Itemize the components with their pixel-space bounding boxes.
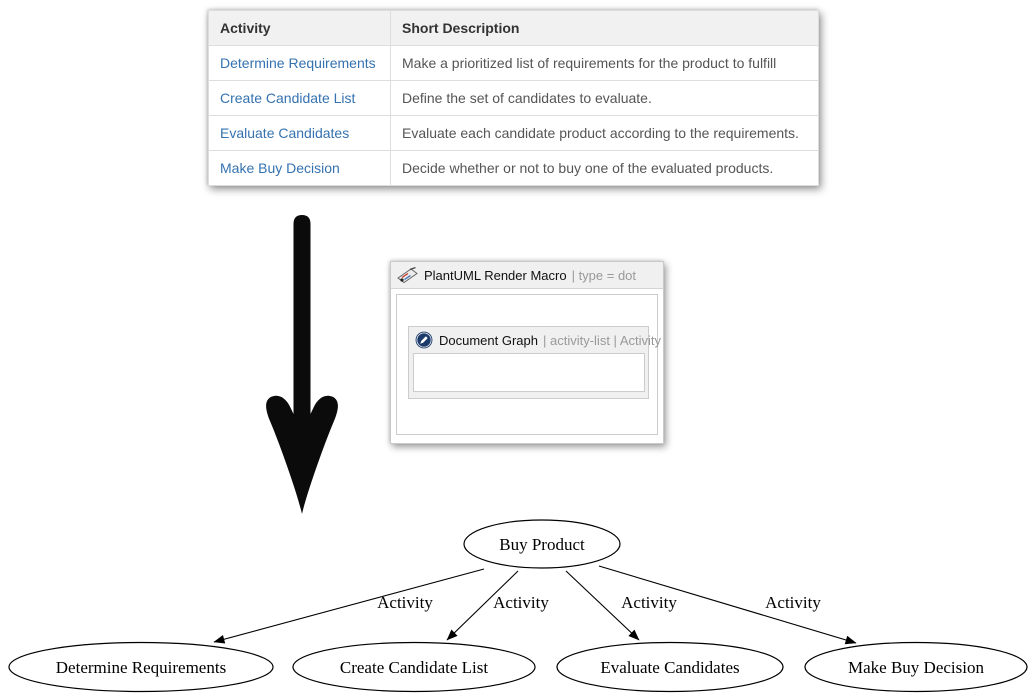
table-row: Evaluate Candidates Evaluate each candid… [208, 115, 819, 151]
description-cell: Evaluate each candidate product accordin… [390, 115, 819, 151]
link-create-candidate-list[interactable]: Create Candidate List [220, 90, 356, 106]
graph-node-buy-product: Buy Product [463, 519, 621, 569]
nested-macro-empty-body [413, 353, 645, 392]
graph-node-create-candidate-list: Create Candidate List [292, 641, 536, 693]
edge-label: Activity [377, 593, 433, 612]
table-row: Determine Requirements Make a prioritize… [208, 45, 819, 81]
node-label: Buy Product [499, 535, 585, 554]
nested-macro-params: | activity-list | Activity [543, 332, 661, 348]
edge-to-make-buy-decision [598, 565, 857, 645]
macro-title: PlantUML Render Macro [424, 267, 567, 283]
plantuml-macro-body: Document Graph | activity-list | Activit… [396, 294, 661, 435]
document-graph-header: Document Graph | activity-list | Activit… [409, 327, 661, 353]
table-header-row: Activity Short Description [208, 10, 819, 46]
description-cell: Make a prioritized list of requirements … [390, 45, 819, 81]
document-graph-diagram: Activity Activity Activity Activity Buy … [8, 519, 1028, 693]
graph-node-determine-requirements: Determine Requirements [8, 641, 274, 693]
column-header-short-description: Short Description [390, 10, 819, 46]
document-graph-macro[interactable]: Document Graph | activity-list | Activit… [408, 326, 661, 399]
description-cell: Define the set of candidates to evaluate… [390, 80, 819, 116]
link-determine-requirements[interactable]: Determine Requirements [220, 55, 376, 71]
activity-table: Activity Short Description Determine Req… [208, 10, 819, 186]
edge-label: Activity [621, 593, 677, 612]
graph-node-make-buy-decision: Make Buy Decision [804, 641, 1028, 693]
node-label: Determine Requirements [56, 658, 226, 677]
edge-label: Activity [765, 593, 821, 612]
column-header-activity: Activity [208, 10, 391, 46]
plantuml-macro-header: PlantUML Render Macro | type = dot [391, 262, 663, 289]
document-graph-pencil-icon [415, 331, 433, 349]
plantuml-macro-panel[interactable]: PlantUML Render Macro | type = dot Docum… [390, 261, 664, 444]
edge-label: Activity [493, 593, 549, 612]
activity-table-screenshot: Activity Short Description Determine Req… [208, 10, 819, 186]
graph-node-evaluate-candidates: Evaluate Candidates [556, 641, 784, 693]
table-row: Create Candidate List Define the set of … [208, 80, 819, 116]
node-label: Evaluate Candidates [600, 658, 739, 677]
link-evaluate-candidates[interactable]: Evaluate Candidates [220, 125, 350, 141]
nested-macro-title: Document Graph [439, 332, 538, 348]
edge-to-determine-requirements [213, 568, 485, 644]
link-make-buy-decision[interactable]: Make Buy Decision [220, 160, 340, 176]
macro-params: | type = dot [571, 267, 637, 283]
plantuml-logo-icon [397, 266, 418, 283]
down-arrow-icon [266, 215, 338, 514]
node-label: Create Candidate List [340, 658, 489, 677]
description-cell: Decide whether or not to buy one of the … [390, 150, 819, 186]
edge-to-create-candidate-list [446, 570, 519, 641]
edge-to-evaluate-candidates [565, 570, 640, 641]
node-label: Make Buy Decision [848, 658, 984, 677]
table-row: Make Buy Decision Decide whether or not … [208, 150, 819, 186]
